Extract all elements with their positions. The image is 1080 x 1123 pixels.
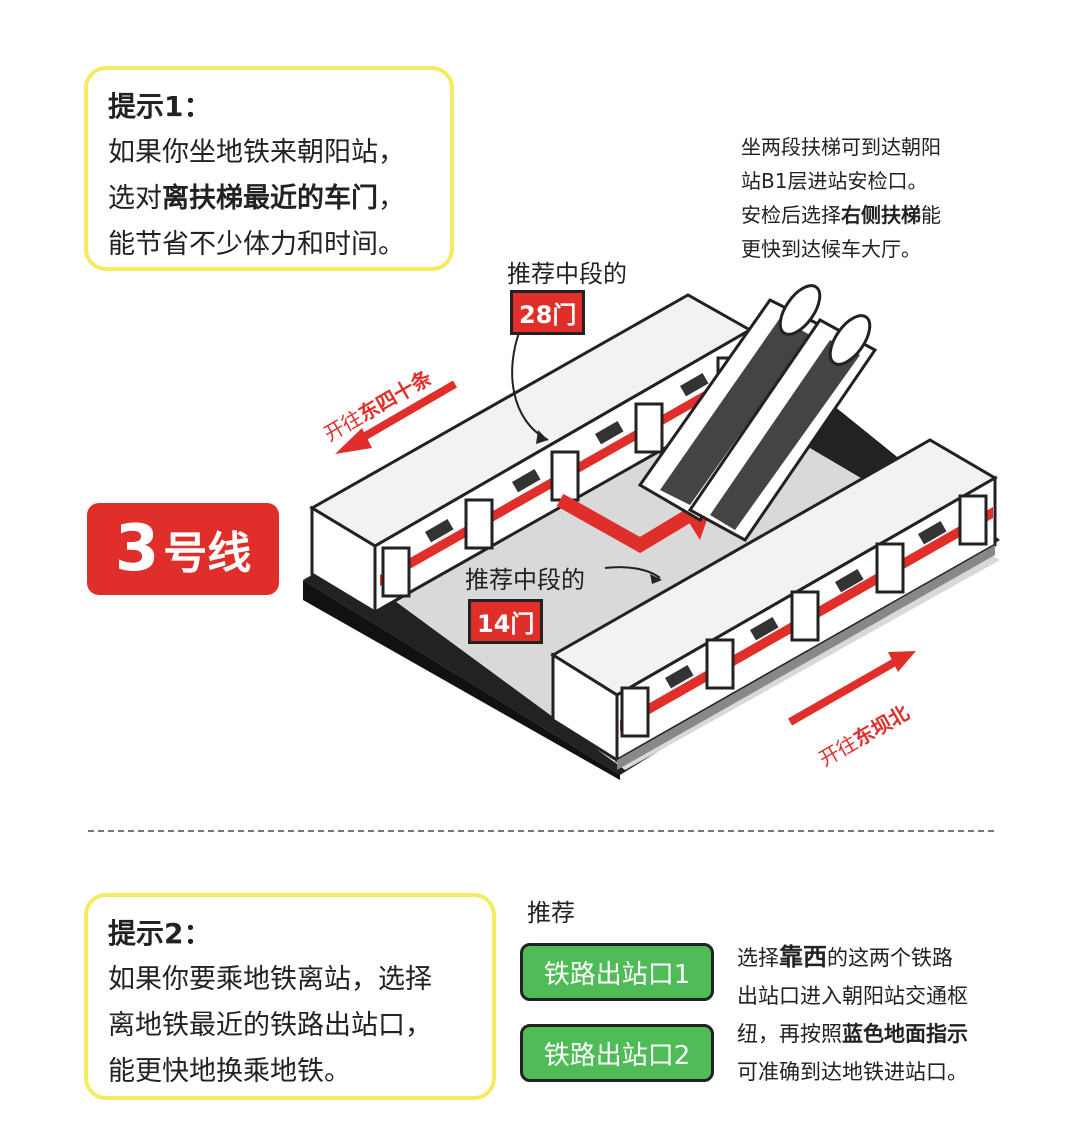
tip1-line1: 如果你坐地铁来朝阳站，: [108, 137, 405, 168]
tip1-line3: 能节省不少体力和时间。: [108, 229, 405, 260]
escalator-note-line3-bold: 右侧扶梯: [841, 203, 921, 227]
tip1-title: 提示1：: [108, 90, 212, 123]
escalator-note-line4: 更快到达候车大厅。: [741, 237, 921, 261]
line-number: 3: [114, 512, 160, 586]
escalator-note-line1: 坐两段扶梯可到达朝阳: [741, 135, 941, 159]
exit-note-line1: 选择靠西的这两个铁路: [737, 938, 968, 977]
tip2-line3: 能更快地换乘地铁。: [108, 1056, 351, 1087]
platform-front: [303, 580, 620, 780]
exit-note-line1-pre: 选择: [737, 946, 779, 970]
arrow-east: [788, 651, 916, 726]
railway-exit-1-button[interactable]: 铁路出站口1: [520, 943, 714, 1001]
door-lower-label: 推荐中段的: [465, 566, 585, 594]
exit-note-line4: 可准确到达地铁进站口。: [737, 1060, 968, 1084]
tip2-line1: 如果你要乘地铁离站，选择: [108, 964, 432, 995]
door-upper-badge: 28门: [510, 290, 586, 335]
tip1-line2: 选对离扶梯最近的车门，: [108, 176, 430, 222]
escalator-note-line2: 站B1层进站安检口。: [741, 169, 928, 193]
pointer-14: [604, 566, 661, 579]
tip2-title: 提示2：: [108, 917, 212, 950]
exit-note: 选择靠西的这两个铁路 出站口进入朝阳站交通枢 纽，再按照蓝色地面指示 可准确到达…: [737, 938, 968, 1091]
escalator-note: 坐两段扶梯可到达朝阳 站B1层进站安检口。 安检后选择右侧扶梯能 更快到达候车大…: [741, 130, 941, 266]
tip2-line2: 离地铁最近的铁路出站口，: [108, 1010, 432, 1041]
tip2-box: 提示2： 如果你要乘地铁离站，选择 离地铁最近的铁路出站口， 能更快地换乘地铁。: [84, 893, 496, 1100]
escalators: [637, 284, 878, 542]
arrow-west: [335, 380, 458, 454]
tip1-line2-post: ，: [378, 183, 405, 214]
exit-note-line1-bold: 靠西: [779, 943, 827, 971]
tip1-line2-bold: 离扶梯最近的车门: [162, 183, 378, 214]
lower-train-doors: [620, 494, 988, 738]
door-upper-label: 推荐中段的: [507, 260, 627, 288]
pointer-28: [511, 329, 549, 441]
tip1-line2-pre: 选对: [108, 183, 162, 214]
escalator-note-line3: 安检后选择右侧扶梯能: [741, 198, 941, 232]
recommend-label: 推荐: [527, 899, 575, 927]
exit-note-line3: 纽，再按照蓝色地面指示: [737, 1015, 968, 1053]
line-suffix: 号线: [163, 528, 252, 579]
section-divider: [88, 830, 994, 832]
railway-exit-2-button[interactable]: 铁路出站口2: [520, 1024, 714, 1082]
door-lower-badge: 14门: [468, 599, 544, 644]
tip1-box: 提示1： 如果你坐地铁来朝阳站， 选对离扶梯最近的车门， 能节省不少体力和时间。: [84, 66, 454, 271]
exit-note-line2: 出站口进入朝阳站交通枢: [737, 984, 968, 1008]
lower-train-windows: [664, 520, 947, 689]
escalator-note-line3-post: 能: [921, 203, 941, 227]
exit-note-line1-post: 的这两个铁路: [827, 946, 953, 970]
exit-note-line3-pre: 纽，再按照: [737, 1022, 842, 1046]
exit-note-line3-bold: 蓝色地面指示: [842, 1022, 968, 1046]
upper-train-windows: [424, 373, 709, 543]
escalator-note-line3-pre: 安检后选择: [741, 203, 841, 227]
